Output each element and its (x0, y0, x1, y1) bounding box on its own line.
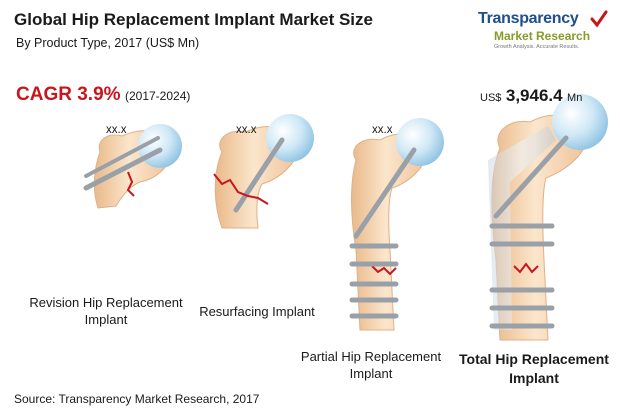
cagr-value: CAGR 3.9% (16, 84, 121, 105)
category-label-line: Total Hip Replacement (459, 351, 609, 367)
fracture-line (513, 262, 539, 274)
checkmark-icon (590, 10, 608, 28)
data-label-revision: xx.x (106, 124, 127, 136)
total-value-label: US$ 3,946.4 Mn (480, 86, 582, 106)
total-value: 3,946.4 (505, 86, 563, 105)
source-note: Source: Transparency Market Research, 20… (14, 392, 260, 406)
cagr-callout: CAGR 3.9% (2017-2024) (16, 84, 190, 106)
category-label-total: Total Hip Replacement Implant (452, 350, 616, 388)
logo-tagline: Growth Analysis. Accurate Results. (494, 44, 580, 50)
chart-title: Global Hip Replacement Implant Market Si… (14, 10, 373, 29)
screw (83, 147, 163, 191)
bone-partial (349, 118, 444, 331)
screw (353, 147, 417, 239)
category-label-resurfacing: Resurfacing Implant (199, 304, 315, 319)
bone-revision (83, 124, 182, 209)
category-label-line: Revision Hip Replacement (29, 295, 183, 310)
total-unit: US$ (480, 92, 502, 104)
femoral-head-ball (396, 118, 444, 166)
category-label-line: Implant (84, 312, 128, 327)
bone-resurfacing (213, 114, 314, 229)
bone-screws (349, 243, 399, 319)
total-suffix: Mn (567, 92, 583, 104)
cagr-period: (2017-2024) (124, 89, 191, 103)
logo-brand: Transparency (478, 10, 579, 27)
chart-subtitle: By Product Type, 2017 (US$ Mn) (16, 36, 200, 50)
bone-total (488, 94, 608, 341)
category-label-line: Partial Hip Replacement (300, 349, 442, 364)
fracture-line (371, 265, 397, 276)
screw (84, 136, 160, 178)
category-label-partial: Partial Hip Replacement Implant (296, 348, 446, 382)
logo-brand-secondary: Market Research (494, 29, 591, 43)
fracture-line (126, 171, 135, 197)
screw (493, 135, 569, 219)
brand-logo: Transparency Market Research Growth Anal… (478, 10, 614, 56)
category-label-line: Implant (349, 366, 393, 381)
data-label-partial: xx.x (372, 124, 393, 136)
category-label-line: Implant (509, 370, 559, 386)
bone-screws (489, 223, 555, 329)
category-label-revision: Revision Hip Replacement Implant (26, 294, 186, 328)
screw (233, 137, 285, 213)
fracture-line (213, 173, 269, 205)
implant-stem (488, 126, 556, 330)
data-label-resurfacing: xx.x (236, 124, 257, 136)
